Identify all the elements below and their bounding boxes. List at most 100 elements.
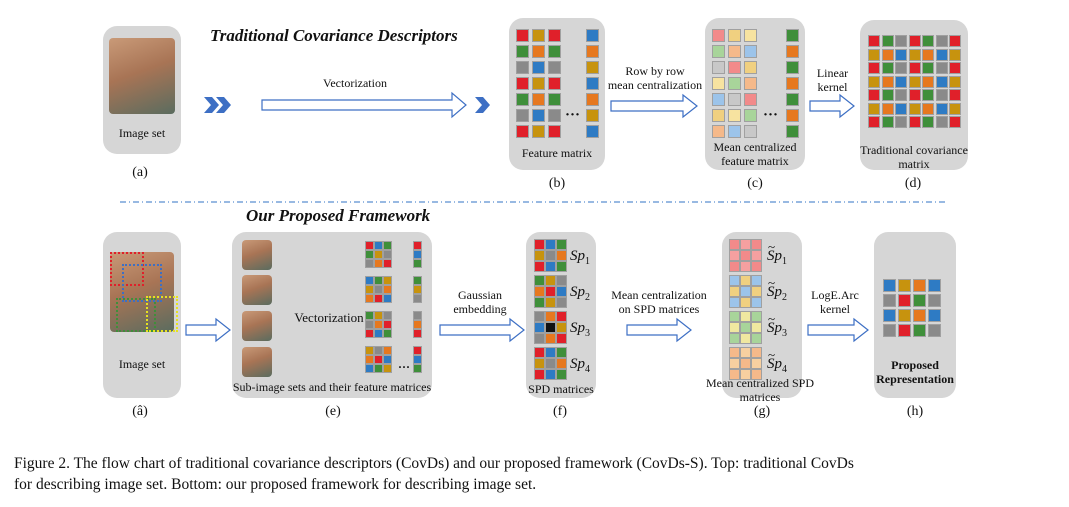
matrix-cell <box>383 329 392 338</box>
matrix-cell <box>413 250 422 259</box>
matrix-cell <box>413 294 422 303</box>
matrix-cell <box>545 297 556 308</box>
matrix-cell <box>413 329 422 338</box>
matrix-cell <box>374 329 383 338</box>
matrix-cell <box>413 276 422 285</box>
matrix-cell <box>534 297 545 308</box>
matrix-cell <box>534 261 545 272</box>
matrix-cell <box>881 75 894 88</box>
matrix-cell <box>786 125 799 138</box>
matrix-cell <box>729 358 740 369</box>
matrix-cell <box>868 89 880 101</box>
mc-spd-a-label: Mean centralized SPD <box>706 376 814 390</box>
matrix-cell <box>712 77 725 90</box>
matrix-cell <box>545 275 556 286</box>
matrix-cell <box>786 109 799 122</box>
matrix-cell <box>413 241 422 250</box>
matrix-cell <box>729 322 740 333</box>
matrix-cell <box>881 35 894 47</box>
matrix-cell <box>744 125 757 138</box>
matrix-cell <box>548 125 561 138</box>
matrix-cell <box>922 102 934 115</box>
matrix-cell <box>740 286 751 297</box>
matrix-cell <box>728 125 741 138</box>
matrix-cell <box>374 320 383 329</box>
matrix-cell <box>908 35 921 47</box>
matrix-cell <box>516 125 529 138</box>
matrix-cell <box>548 45 561 58</box>
matrix-cell <box>556 358 567 369</box>
caption-line-1: Figure 2. The flow chart of traditional … <box>14 455 854 472</box>
matrix-cell <box>922 35 934 47</box>
crop-box-red <box>110 252 144 286</box>
matrix-cell <box>374 364 383 373</box>
matrix-cell <box>383 285 392 294</box>
matrix-cell <box>534 358 545 369</box>
matrix-cell <box>532 61 545 74</box>
matrix-cell <box>935 116 948 128</box>
matrix-cell <box>744 109 757 122</box>
matrix-cell <box>744 45 757 58</box>
matrix-cell <box>751 333 762 344</box>
matrix-cell <box>751 311 762 322</box>
matrix-cell <box>895 35 907 47</box>
matrix-cell <box>895 62 907 74</box>
vectorization-arrow <box>261 91 467 119</box>
spd-matrices-label: SPD matrices <box>528 382 594 396</box>
matrix-cell <box>949 62 961 74</box>
matrix-cell <box>534 333 545 344</box>
matrix-cell <box>928 279 941 292</box>
matrix-cell <box>365 250 374 259</box>
matrix-cell <box>586 29 599 42</box>
sub-image-2 <box>242 275 272 305</box>
label-h: (h) <box>906 404 924 419</box>
figure-caption: Figure 2. The flow chart of traditional … <box>14 453 1054 495</box>
matrix-cell <box>928 294 941 307</box>
sub-image-1 <box>242 240 272 270</box>
matrix-cell <box>740 322 751 333</box>
embedding-label: embedding <box>453 302 507 316</box>
matrix-cell <box>534 322 545 333</box>
mean-centralization-label: mean centralization <box>607 78 703 92</box>
matrix-cell <box>751 297 762 308</box>
crop-box-blue <box>122 264 162 302</box>
matrix-cell <box>365 311 374 320</box>
matrix-cell <box>744 29 757 42</box>
matrix-cell <box>729 347 740 358</box>
matrix-cell <box>383 320 392 329</box>
face-image <box>109 38 175 114</box>
matrix-cell <box>516 61 529 74</box>
matrix-cell <box>786 77 799 90</box>
matrix-cell <box>413 285 422 294</box>
matrix-cell <box>935 62 948 74</box>
matrix-cell <box>729 275 740 286</box>
matrix-cell <box>534 311 545 322</box>
matrix-cell <box>898 279 911 292</box>
matrix-cell <box>383 250 392 259</box>
crop-box-green <box>116 298 156 332</box>
matrix-cell <box>548 93 561 106</box>
matrix-cell <box>898 294 911 307</box>
matrix-cell <box>374 241 383 250</box>
matrix-cell <box>751 358 762 369</box>
matrix-cell <box>712 29 725 42</box>
matrix-cell <box>949 35 961 47</box>
matrix-cell <box>935 89 948 101</box>
sp-tilde-4-symbol: ~Sp4 <box>767 347 787 375</box>
matrix-cell <box>881 48 894 61</box>
matrix-cell <box>928 309 941 322</box>
linear-kernel-arrow <box>809 93 855 119</box>
matrix-cell <box>374 276 383 285</box>
matrix-cell <box>556 286 567 297</box>
matrix-label: matrix <box>898 157 930 171</box>
matrix-cell <box>740 239 751 250</box>
matrix-cell <box>545 347 556 358</box>
label-a-hat: (â) <box>132 404 148 419</box>
matrix-cell <box>712 125 725 138</box>
matrix-cell <box>751 239 762 250</box>
matrix-cell <box>383 294 392 303</box>
mean-central-a-label: Mean centralization <box>611 288 707 302</box>
matrix-cell <box>913 324 926 337</box>
matrix-cell <box>545 261 556 272</box>
matrix-cell <box>374 250 383 259</box>
